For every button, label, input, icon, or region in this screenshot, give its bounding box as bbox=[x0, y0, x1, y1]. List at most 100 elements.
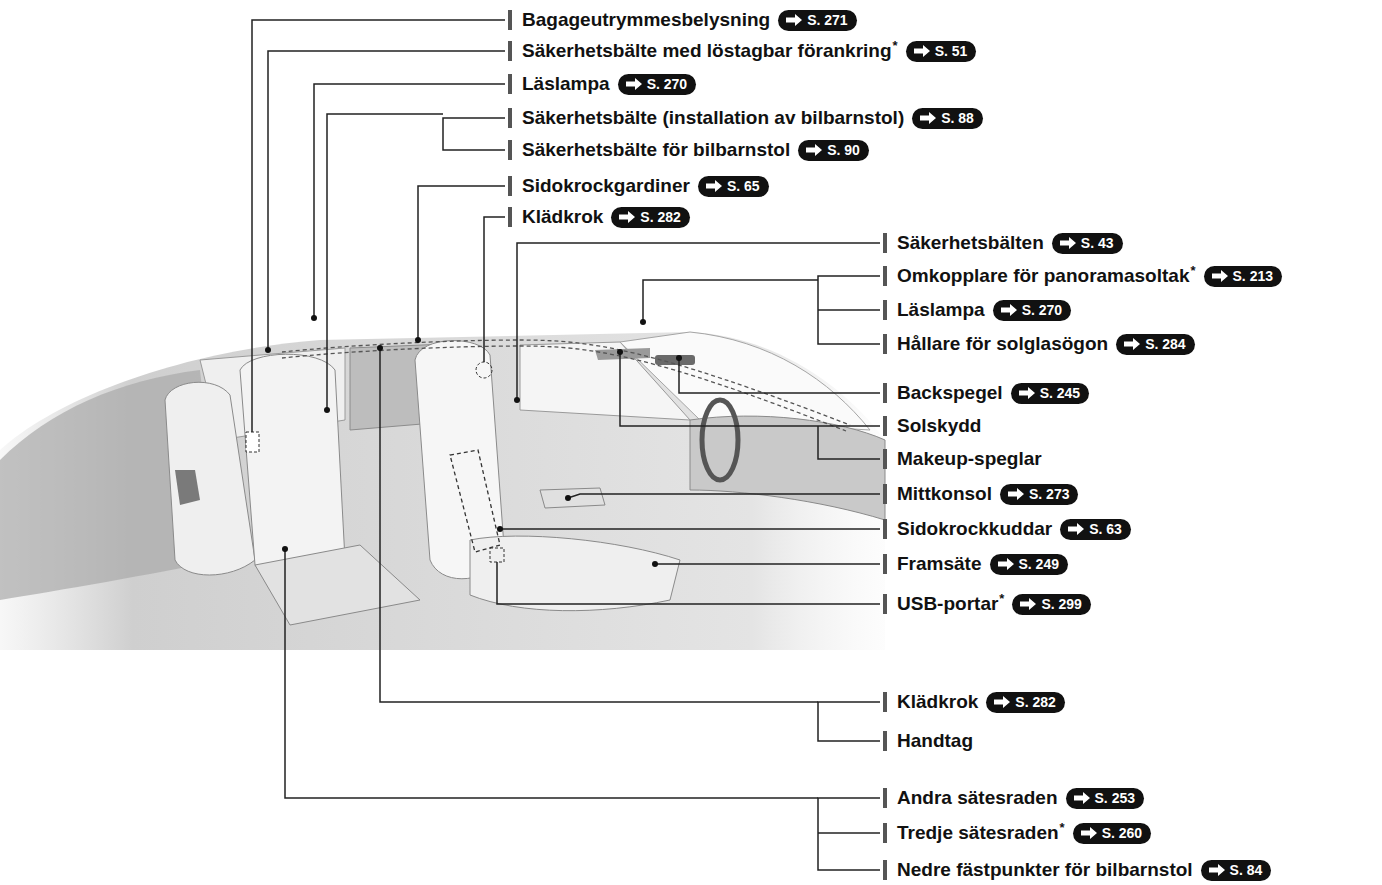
part-name: Tredje sätesraden bbox=[897, 821, 1059, 845]
callout-row: Andra sätesraden S. 253 bbox=[897, 786, 1144, 810]
page-arrow-icon bbox=[1210, 269, 1230, 283]
label-bar bbox=[883, 383, 887, 403]
label-bar bbox=[508, 74, 512, 94]
page-ref-badge: S. 245 bbox=[1011, 383, 1089, 404]
page-arrow-icon bbox=[784, 13, 804, 27]
dashboard bbox=[690, 416, 885, 520]
label-bar bbox=[883, 334, 887, 354]
page-reference: S. 43 bbox=[1081, 233, 1114, 254]
page-reference: S. 299 bbox=[1041, 594, 1081, 615]
hook-marker bbox=[476, 362, 492, 378]
page-reference: S. 271 bbox=[807, 10, 847, 31]
callout-row: Bagageutrymmesbelysning S. 271 bbox=[522, 8, 857, 32]
part-name: USB-portar bbox=[897, 592, 998, 616]
callout-row: Läslampa S. 270 bbox=[522, 72, 696, 96]
footnote-mark: * bbox=[999, 592, 1004, 606]
part-name: Säkerhetsbälte med löstagbar förankring bbox=[522, 39, 892, 63]
page-ref-badge: S. 271 bbox=[778, 10, 856, 31]
seat-detail bbox=[175, 470, 200, 505]
page-reference: S. 245 bbox=[1040, 383, 1080, 404]
page-arrow-icon bbox=[1006, 487, 1026, 501]
callout-row: Säkerhetsbälte för bilbarnstol S. 90 bbox=[522, 138, 869, 162]
page-ref-badge: S. 213 bbox=[1204, 266, 1282, 287]
part-name: Säkerhetsbälte (installation av bilbarns… bbox=[522, 106, 904, 130]
page-ref-badge: S. 284 bbox=[1116, 334, 1194, 355]
callout-row: SidokrockgardinerS. 65 bbox=[522, 174, 769, 198]
page-reference: S. 284 bbox=[1145, 334, 1185, 355]
label-bar bbox=[508, 140, 512, 160]
page-arrow-icon bbox=[804, 143, 824, 157]
page-reference: S. 260 bbox=[1102, 823, 1142, 844]
footnote-mark: * bbox=[1060, 821, 1065, 835]
page-ref-badge: S. 249 bbox=[990, 554, 1068, 575]
page-ref-badge: S. 273 bbox=[1000, 484, 1078, 505]
leader-lines bbox=[252, 20, 880, 870]
page-arrow-icon bbox=[1122, 337, 1142, 351]
label-bar bbox=[508, 10, 512, 30]
label-bar bbox=[883, 594, 887, 614]
page-reference: S. 90 bbox=[827, 140, 860, 161]
second-row-cushion bbox=[255, 545, 420, 625]
page-ref-badge: S. 270 bbox=[993, 300, 1071, 321]
callout-row: Makeup-speglar bbox=[897, 447, 1042, 471]
second-row-seat bbox=[240, 354, 345, 581]
windshield bbox=[620, 332, 870, 430]
label-bar bbox=[883, 300, 887, 320]
label-bar bbox=[883, 823, 887, 843]
label-bar bbox=[883, 449, 887, 469]
part-name: Framsäte bbox=[897, 552, 982, 576]
callout-row: Säkerhetsbälte med löstagbar förankring*… bbox=[522, 39, 976, 63]
page-arrow-icon bbox=[617, 210, 637, 224]
callout-row: SidokrockkuddarS. 63 bbox=[897, 517, 1131, 541]
page-ref-badge: S. 43 bbox=[1052, 233, 1123, 254]
page-ref-badge: S. 65 bbox=[698, 176, 769, 197]
label-bar bbox=[883, 554, 887, 574]
label-bar bbox=[883, 416, 887, 436]
label-bar bbox=[883, 519, 887, 539]
callout-row: Hållare för solglasögon S. 284 bbox=[897, 332, 1195, 356]
part-name: Bagageutrymmesbelysning bbox=[522, 8, 770, 32]
label-bar bbox=[883, 484, 887, 504]
callout-row: Läslampa S. 270 bbox=[897, 298, 1071, 322]
callout-row: Solskydd bbox=[897, 414, 981, 438]
callout-row: BackspegelS. 245 bbox=[897, 381, 1089, 405]
callout-row: Tredje sätesraden* S. 260 bbox=[897, 821, 1151, 845]
part-name: Läslampa bbox=[897, 298, 985, 322]
label-bar bbox=[883, 266, 887, 286]
callout-row: SäkerhetsbältenS. 43 bbox=[897, 231, 1123, 255]
part-name: Läslampa bbox=[522, 72, 610, 96]
page-reference: S. 65 bbox=[727, 176, 760, 197]
visor bbox=[595, 348, 650, 360]
label-bar bbox=[508, 176, 512, 196]
page-reference: S. 249 bbox=[1019, 554, 1059, 575]
page-reference: S. 51 bbox=[935, 41, 968, 62]
part-name: Makeup-speglar bbox=[897, 447, 1042, 471]
label-bar bbox=[883, 860, 887, 880]
page-arrow-icon bbox=[1207, 863, 1227, 877]
page-reference: S. 282 bbox=[640, 207, 680, 228]
footnote-mark: * bbox=[893, 39, 898, 53]
label-bar bbox=[508, 41, 512, 61]
page-reference: S. 270 bbox=[647, 74, 687, 95]
callout-row: Handtag bbox=[897, 729, 973, 753]
part-name: Klädkrok bbox=[522, 205, 603, 229]
label-bar bbox=[883, 731, 887, 751]
curtain-airbag-outline bbox=[282, 346, 846, 431]
page-arrow-icon bbox=[1066, 522, 1086, 536]
part-name: Hållare för solglasögon bbox=[897, 332, 1108, 356]
page-arrow-icon bbox=[624, 77, 644, 91]
page-reference: S. 253 bbox=[1095, 788, 1135, 809]
callout-row: USB-portar* S. 299 bbox=[897, 592, 1091, 616]
page-ref-badge: S. 299 bbox=[1012, 594, 1090, 615]
part-name: Säkerhetsbälte för bilbarnstol bbox=[522, 138, 790, 162]
armrest bbox=[540, 488, 605, 508]
part-name: Andra sätesraden bbox=[897, 786, 1058, 810]
page-reference: S. 84 bbox=[1230, 860, 1263, 881]
page-arrow-icon bbox=[1018, 597, 1038, 611]
side-airbag-outline bbox=[450, 450, 500, 552]
page-arrow-icon bbox=[918, 111, 938, 125]
page-ref-badge: S. 282 bbox=[611, 207, 689, 228]
page-arrow-icon bbox=[704, 179, 724, 193]
page-reference: S. 270 bbox=[1022, 300, 1062, 321]
page-arrow-icon bbox=[992, 695, 1012, 709]
